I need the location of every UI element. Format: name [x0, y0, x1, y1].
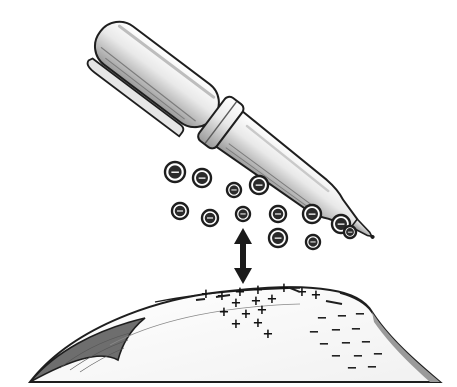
positive-charge: +: [311, 288, 322, 303]
ion-sign: −: [170, 165, 180, 179]
positive-charge: +: [297, 285, 308, 300]
ion-sign: −: [197, 171, 206, 184]
negative-charge: −: [367, 360, 378, 375]
negative-ion: −: [250, 176, 268, 194]
ion-sign: −: [347, 227, 353, 236]
ion-sign: −: [254, 178, 263, 191]
negative-ion: −: [227, 183, 241, 197]
negative-charge: −: [337, 309, 348, 324]
negative-ion: −: [344, 226, 356, 238]
ion-sign: −: [273, 231, 282, 244]
negative-ion: −: [202, 210, 218, 226]
negative-charge: −: [317, 311, 328, 326]
positive-charge: +: [219, 305, 230, 320]
negative-charge: −: [319, 337, 330, 352]
positive-charge: +: [279, 281, 290, 296]
negative-charge: −: [347, 361, 358, 376]
negative-ion: −: [165, 162, 185, 182]
double-arrow: [234, 228, 252, 284]
negative-ion: −: [306, 235, 320, 249]
ion-sign: −: [274, 209, 282, 220]
ion-sign: −: [239, 209, 246, 219]
negative-charge: −: [361, 335, 372, 350]
ion-sign: −: [307, 207, 316, 220]
ion-sign: −: [230, 185, 237, 195]
ion-sign: −: [206, 213, 214, 224]
ion-sign: −: [309, 237, 316, 247]
positive-charge: +: [231, 317, 242, 332]
positive-charge: +: [263, 327, 274, 342]
negative-charge: −: [331, 349, 342, 364]
edge-mark: [196, 299, 205, 300]
negative-ion: −: [236, 207, 250, 221]
negative-ion: −: [303, 205, 321, 223]
positive-charge: +: [241, 307, 252, 322]
ion-sign: −: [176, 206, 184, 217]
negative-ion: −: [270, 206, 286, 222]
positive-charge: +: [267, 292, 278, 307]
negative-ion: −: [269, 229, 287, 247]
negative-ion: −: [193, 169, 211, 187]
negative-charge: −: [341, 336, 352, 351]
negative-charge: −: [355, 307, 366, 322]
negative-ion: −: [172, 203, 188, 219]
